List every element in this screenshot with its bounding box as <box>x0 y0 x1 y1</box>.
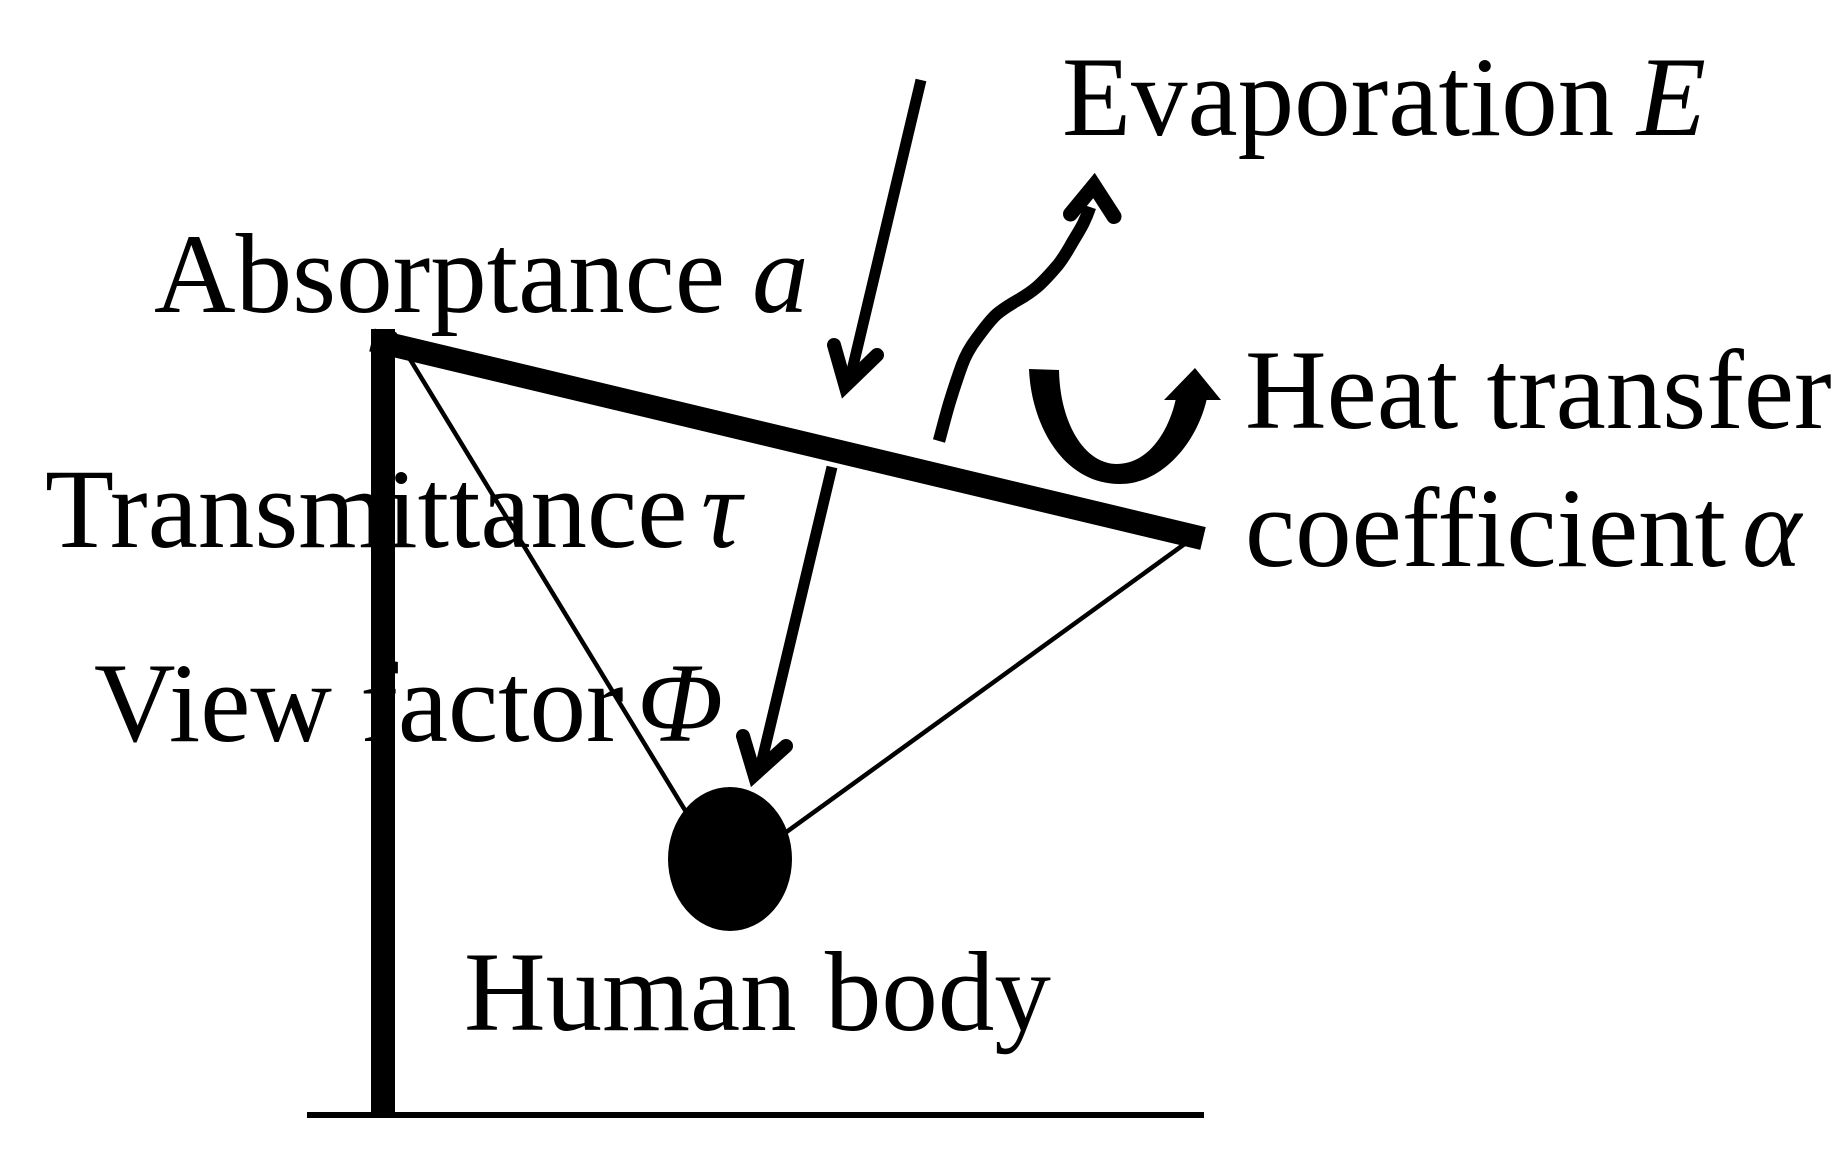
svg-text:Absorptance: Absorptance <box>154 212 725 337</box>
svg-text:Transmittance: Transmittance <box>45 447 687 572</box>
svg-text:View factor: View factor <box>94 641 624 766</box>
svg-text:Evaporation: Evaporation <box>1062 35 1614 160</box>
svg-text:α: α <box>1742 466 1804 591</box>
svg-text:Heat transfer: Heat transfer <box>1245 328 1832 453</box>
svg-text:coefficient: coefficient <box>1245 466 1726 591</box>
svg-text:Human body: Human body <box>464 930 1051 1055</box>
svg-text:Φ: Φ <box>637 641 723 766</box>
svg-text:E: E <box>1635 35 1706 160</box>
svg-text:τ: τ <box>701 447 745 572</box>
svg-text:a: a <box>752 212 809 337</box>
